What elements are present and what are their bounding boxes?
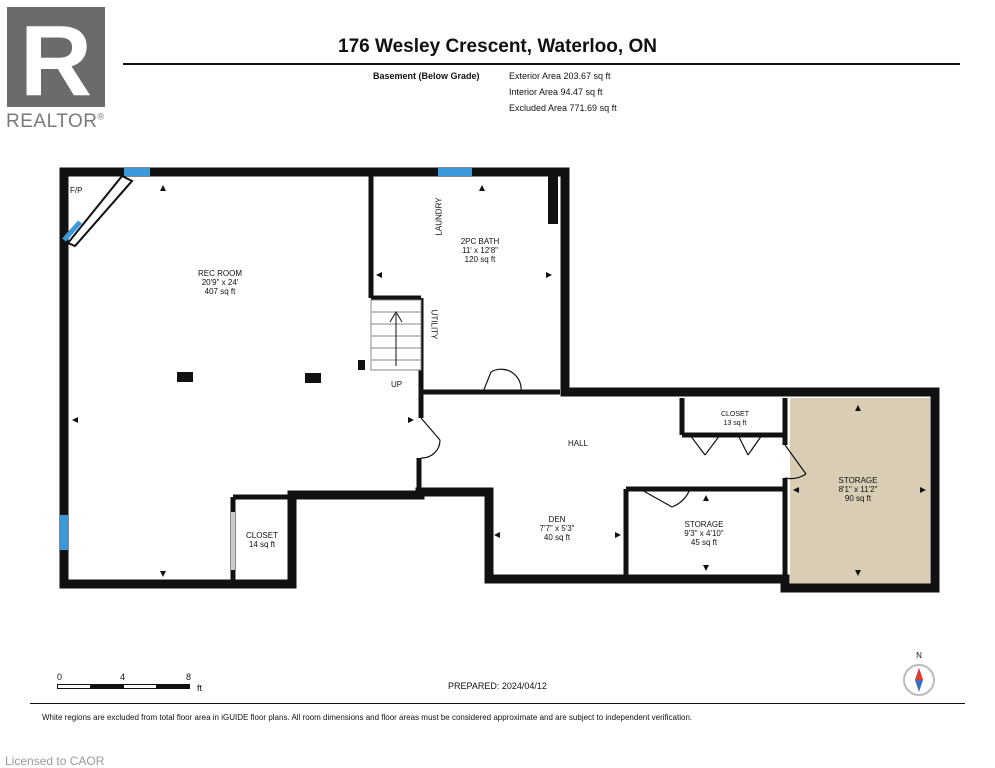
room-storage-large: STORAGE 8'1" x 11'2" 90 sq ft <box>822 476 894 503</box>
room-dims: 9'3" x 4'10" <box>684 529 724 538</box>
dimension-markers <box>72 185 926 577</box>
room-name: 2PC BATH <box>460 237 500 246</box>
stairs-up-label: UP <box>391 380 403 389</box>
scale-label-0: 0 <box>57 672 63 682</box>
compass-north-label: N <box>916 651 922 660</box>
room-dims: 8'1" x 11'2" <box>838 485 878 494</box>
compass: N <box>899 651 939 705</box>
scale-label-8: 8 <box>186 672 192 682</box>
fireplace-window <box>62 220 82 242</box>
room-name: STORAGE <box>684 520 724 529</box>
room-area: 14 sq ft <box>248 540 276 549</box>
room-closet-bottom: CLOSET 14 sq ft <box>240 531 284 549</box>
bath-wall-stub <box>548 176 558 224</box>
footer-divider <box>30 703 965 704</box>
columns <box>177 360 365 383</box>
scale-bar-graphic <box>57 684 190 689</box>
scale-unit: ft <box>197 683 203 693</box>
room-storage-small: STORAGE 9'3" x 4'10" 45 sq ft <box>668 520 740 547</box>
excluded-area: Excluded Area 771.69 sq ft <box>509 103 617 113</box>
room-hall: HALL <box>568 439 589 448</box>
title-divider <box>123 63 960 65</box>
exterior-area: Exterior Area 203.67 sq ft <box>509 71 611 81</box>
level-name: Basement (Below Grade) <box>373 71 480 81</box>
utility-label: UTILITY <box>429 309 439 340</box>
room-area: 13 sq ft <box>723 420 747 427</box>
room-dims: 20'9" x 24' <box>201 278 239 287</box>
fireplace-icon <box>66 174 134 248</box>
room-area: 90 sq ft <box>844 494 872 503</box>
room-2pc-bath: 2PC BATH 11' x 12'8" 120 sq ft <box>440 237 520 264</box>
room-area: 407 sq ft <box>204 287 236 296</box>
prepared-date: PREPARED: 2024/04/12 <box>448 681 547 691</box>
license-notice: Licensed to CAOR <box>5 754 105 768</box>
storage-fill <box>790 398 930 588</box>
room-rec-room: REC ROOM 20'9" x 24' 407 sq ft <box>180 269 260 296</box>
laundry-label: LAUNDRY <box>434 197 444 236</box>
walls <box>59 167 940 593</box>
doors <box>231 368 807 570</box>
svg-text:R: R <box>20 7 92 107</box>
interior-area: Interior Area 94.47 sq ft <box>509 87 603 97</box>
scale-bar: 0 4 8 ft <box>57 672 217 696</box>
room-name: CLOSET <box>720 411 749 418</box>
compass-rose-icon <box>903 664 935 696</box>
realtor-wordmark: REALTOR® <box>6 111 105 132</box>
room-name: DEN <box>548 515 566 524</box>
room-area: 120 sq ft <box>464 255 496 264</box>
scale-label-4: 4 <box>120 672 126 682</box>
room-area: 40 sq ft <box>543 533 571 542</box>
footer-note: White regions are excluded from total fl… <box>42 713 693 722</box>
realtor-logo: R <box>7 5 105 117</box>
room-area: 45 sq ft <box>690 538 718 547</box>
page-title: 176 Wesley Crescent, Waterloo, ON <box>338 36 657 57</box>
room-name: CLOSET <box>245 531 278 540</box>
room-den: DEN 7'7" x 5'3" 40 sq ft <box>527 515 587 542</box>
stairs-icon <box>370 299 422 371</box>
fireplace-label: F/P <box>70 186 83 195</box>
windows <box>60 168 472 550</box>
room-closet-top: CLOSET 13 sq ft <box>708 410 762 428</box>
room-name: STORAGE <box>838 476 878 485</box>
room-dims: 11' x 12'8" <box>462 246 498 255</box>
room-dims: 7'7" x 5'3" <box>539 524 575 533</box>
realtor-r-mark-icon: R <box>20 5 92 117</box>
room-name: REC ROOM <box>198 269 242 278</box>
